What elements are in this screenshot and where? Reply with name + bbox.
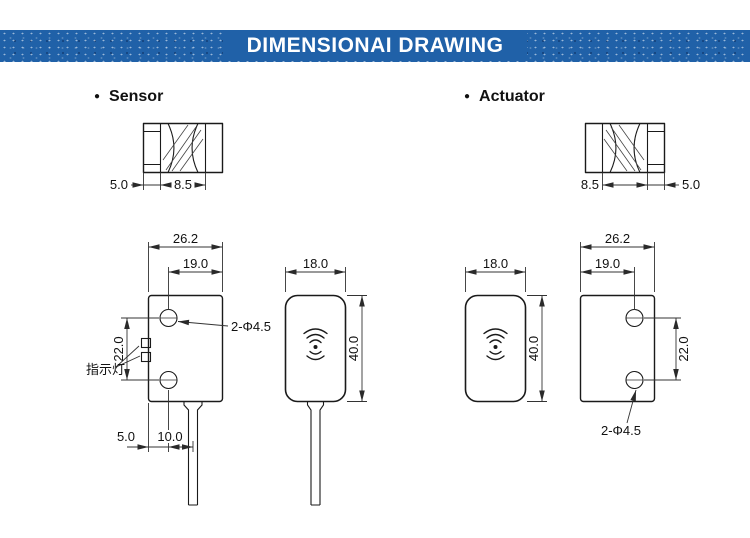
bullet-icon: ● bbox=[464, 91, 471, 102]
sensor-top-view: 5.0 8.5 bbox=[110, 122, 224, 192]
sensor-section-label: ● Sensor bbox=[94, 88, 163, 106]
wave-dot bbox=[493, 345, 498, 349]
extension-lines bbox=[148, 242, 223, 292]
actuator-top-outline bbox=[584, 122, 666, 174]
dimension-label: 5.0 bbox=[682, 177, 700, 192]
sensor-section-title: Sensor bbox=[109, 88, 164, 105]
dimension-label: 19.0 bbox=[595, 256, 620, 271]
hole-centerlines bbox=[626, 317, 643, 381]
waves-upper bbox=[303, 328, 328, 344]
wave-dot bbox=[313, 345, 318, 349]
actuator-section-title: Actuator bbox=[479, 88, 545, 105]
hole-centerlines bbox=[160, 317, 177, 381]
actuator-top-detail-lines bbox=[601, 123, 665, 173]
actuator-front-view: 26.2 19.0 22.0 2-Φ4.5 bbox=[579, 231, 691, 438]
signal-waves-icon bbox=[303, 328, 328, 361]
sensor-side-outline bbox=[284, 294, 347, 403]
dimension-label: 40.0 bbox=[526, 336, 541, 361]
actuator-front-outline bbox=[579, 294, 656, 403]
dimension-label: 5.0 bbox=[117, 429, 135, 444]
title-banner: DIMENSIONAI DRAWING bbox=[0, 30, 750, 62]
sensor-top-detail-lines bbox=[143, 123, 207, 173]
dimension-label: 22.0 bbox=[676, 336, 691, 361]
dimension-label: 18.0 bbox=[483, 256, 508, 271]
bullet-icon: ● bbox=[94, 91, 101, 102]
sensor-top-profile-curves bbox=[167, 123, 199, 173]
actuator-top-hatching bbox=[603, 124, 645, 172]
holes-label: 2-Φ4.5 bbox=[601, 423, 641, 438]
sensor-top-outline bbox=[142, 122, 224, 174]
dimension-label: 19.0 bbox=[183, 256, 208, 271]
sensor-front-outline bbox=[147, 294, 224, 403]
sensor-cable bbox=[306, 401, 325, 506]
dimension-label: 5.0 bbox=[110, 177, 128, 192]
leader-line bbox=[626, 389, 637, 424]
indicator-led bbox=[140, 351, 152, 363]
label-backing bbox=[155, 430, 185, 443]
dimension-label: 26.2 bbox=[605, 231, 630, 246]
actuator-side-view: 18.0 40.0 bbox=[464, 256, 547, 403]
leader-line bbox=[177, 319, 229, 327]
actuator-side-outline bbox=[464, 294, 527, 403]
indicator-label: 指示灯 bbox=[86, 362, 125, 377]
holes-label: 2-Φ4.5 bbox=[231, 319, 271, 334]
waves-lower bbox=[486, 350, 505, 361]
actuator-section-label: ● Actuator bbox=[464, 88, 545, 106]
dimension-label: 8.5 bbox=[581, 177, 599, 192]
dimension-label: 10.0 bbox=[157, 429, 182, 444]
actuator-top-view: 8.5 5.0 bbox=[581, 122, 700, 192]
sensor-top-hatching bbox=[162, 124, 204, 172]
sensor-cable bbox=[183, 401, 203, 506]
dimension-label: 26.2 bbox=[173, 231, 198, 246]
sensor-front-view: 26.2 19.0 22.0 指示灯 2-Φ4.5 5.0 10.0 bbox=[86, 231, 271, 506]
leader-lines bbox=[115, 345, 141, 368]
page-title: DIMENSIONAI DRAWING bbox=[222, 31, 528, 61]
sensor-side-view: 18.0 40.0 bbox=[284, 256, 367, 506]
waves-lower bbox=[306, 350, 325, 361]
extension-lines bbox=[580, 242, 655, 292]
extension-lines bbox=[602, 172, 665, 190]
waves-upper bbox=[483, 328, 508, 344]
signal-waves-icon bbox=[483, 328, 508, 361]
indicator-led bbox=[140, 337, 152, 349]
dimension-label: 40.0 bbox=[346, 336, 361, 361]
dimension-label: 22.0 bbox=[111, 336, 126, 361]
dimension-label: 18.0 bbox=[303, 256, 328, 271]
dimension-label: 8.5 bbox=[174, 177, 192, 192]
